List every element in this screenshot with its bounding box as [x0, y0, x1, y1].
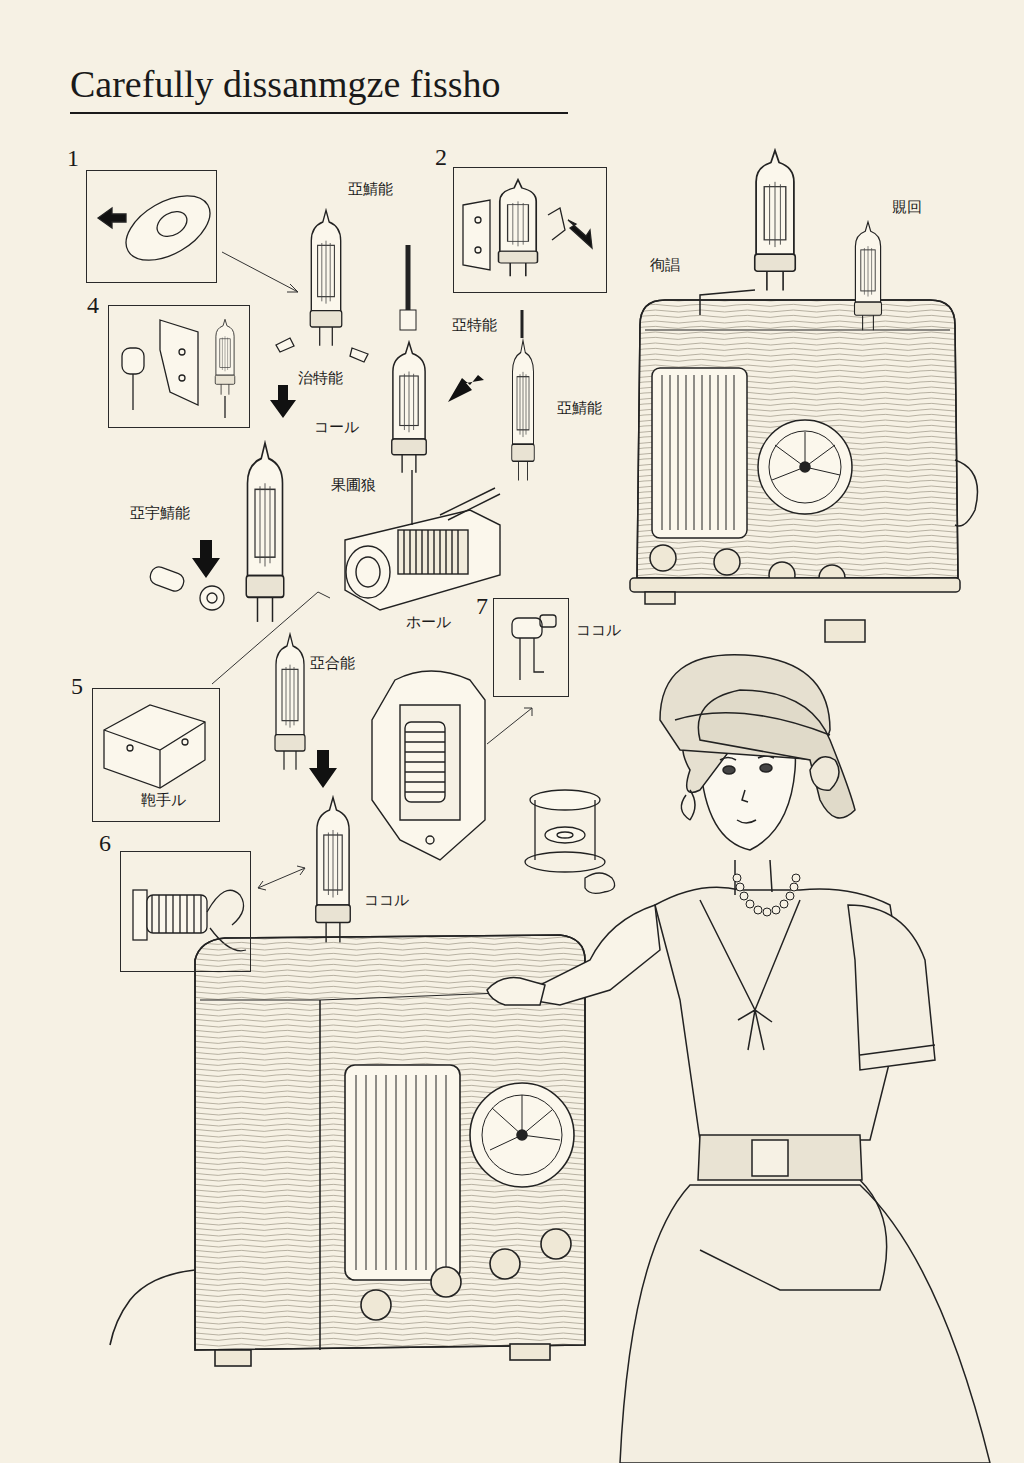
part-label: 徇誯	[650, 256, 680, 275]
box-2-sketch	[463, 180, 592, 277]
callout-box: 6	[120, 851, 251, 972]
radio-cabinet	[630, 150, 978, 642]
coil-bracket	[372, 671, 485, 860]
callout-number: 2	[435, 144, 447, 171]
callout-box: 7	[493, 598, 569, 697]
box-7-sketch	[512, 615, 556, 680]
part-label: 亞特能	[452, 316, 497, 335]
tube-socket	[525, 790, 615, 893]
callout-box: 5鞄手ル	[92, 688, 220, 822]
woman-figure	[487, 655, 990, 1463]
part-label: 覞回	[892, 198, 922, 217]
callout-number: 1	[67, 145, 79, 172]
callout-box: 1	[86, 170, 217, 283]
small-parts	[148, 338, 368, 610]
box-4-sketch	[122, 319, 235, 418]
title-rule	[70, 112, 568, 114]
part-label: コール	[314, 418, 359, 437]
part-label: ココル	[364, 891, 409, 910]
part-label: 亞宇鯖能	[130, 504, 190, 523]
box-5-sketch	[104, 705, 205, 788]
page-title: Carefully dissanmgze fissho	[70, 62, 501, 106]
callout-box: 4	[108, 305, 250, 428]
vacuum-tube	[246, 210, 534, 942]
part-label: ホール	[406, 613, 451, 632]
arrows	[192, 375, 484, 788]
callout-number: 6	[99, 830, 111, 857]
radio-cabinet	[110, 935, 585, 1366]
part-label: 亞鯖能	[348, 180, 393, 199]
part-label: ココル	[576, 621, 621, 640]
callout-number: 4	[87, 292, 99, 319]
part-label: 鞄手ル	[141, 791, 186, 810]
callout-number: 5	[71, 673, 83, 700]
part-label: 果圃狼	[331, 476, 376, 495]
part-label: 亞鯖能	[557, 399, 602, 418]
part-label: 亞合能	[310, 654, 355, 673]
leader-lines	[212, 252, 532, 890]
callout-box: 2	[453, 167, 607, 293]
box-1-sketch	[98, 182, 221, 273]
callout-number: 7	[476, 593, 488, 620]
part-label: 治特能	[298, 369, 343, 388]
